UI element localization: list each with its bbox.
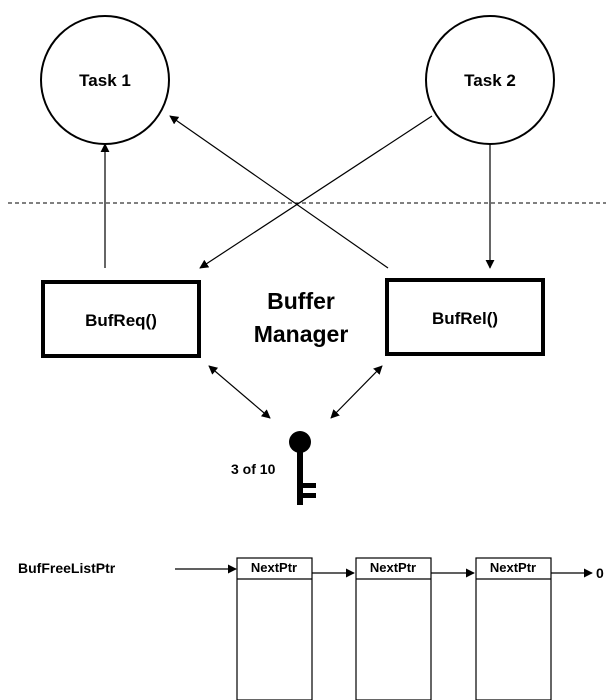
free-list-head-label: BufFreeListPtr <box>18 560 116 576</box>
key-icon <box>289 431 316 505</box>
arrow-task2-to-bufreq <box>199 115 433 269</box>
free-list-node-label: NextPtr <box>490 560 536 575</box>
task-1-node: Task 1 <box>40 15 170 145</box>
free-list-node-label: NextPtr <box>251 560 297 575</box>
arrow-bufrel-to-task1 <box>169 115 389 269</box>
semaphore-count-label: 3 of 10 <box>231 461 276 477</box>
null-terminator-label: 0 <box>596 565 604 581</box>
free-list-node-label: NextPtr <box>370 560 416 575</box>
task-2-label: Task 2 <box>464 71 516 90</box>
task-2-node: Task 2 <box>425 15 555 145</box>
bufrel-box: BufRel() <box>385 278 545 356</box>
bufreq-box: BufReq() <box>41 280 201 358</box>
free-list-node: NextPtr <box>355 557 432 700</box>
bufreq-label: BufReq() <box>85 311 157 330</box>
free-list-node: NextPtr <box>475 557 552 700</box>
buffer-manager-title-line2: Manager <box>254 321 349 347</box>
arrow-bufreq-semaphore <box>208 365 271 419</box>
buffer-manager-title-line1: Buffer <box>267 288 335 314</box>
bufrel-label: BufRel() <box>432 309 498 328</box>
arrow-bufrel-semaphore <box>330 365 383 419</box>
task-1-label: Task 1 <box>79 71 131 90</box>
free-list-node: NextPtr <box>236 557 313 700</box>
